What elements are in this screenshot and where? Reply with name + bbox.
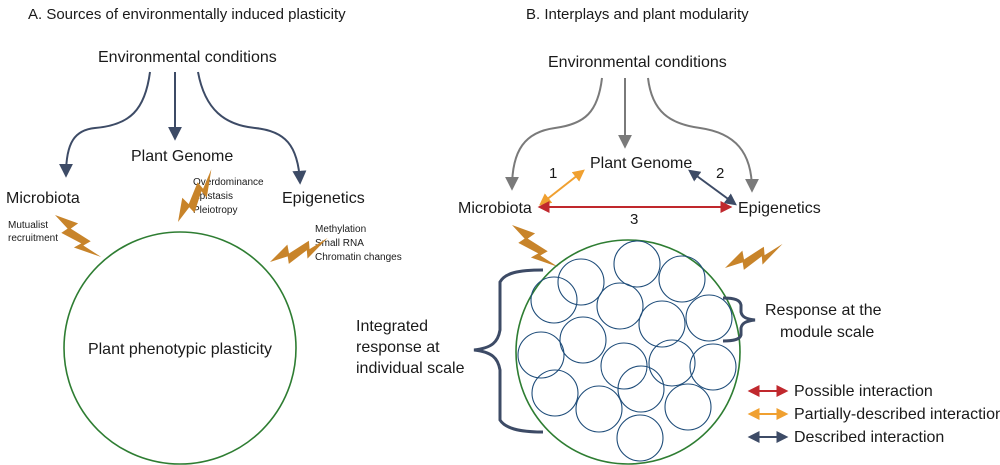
module-circle (638, 300, 686, 348)
genome-note-2: Epistasis (193, 191, 233, 202)
lightning-bolt-icon (725, 226, 783, 286)
module-circle (596, 282, 644, 330)
module-circle (530, 276, 578, 324)
module-label-line-2: module scale (780, 324, 874, 341)
epigenetics-note-1: Methylation (315, 224, 366, 235)
legend-described-label: Described interaction (794, 429, 944, 446)
panel-a-title: A. Sources of environmentally induced pl… (28, 6, 346, 23)
epigenetics-note-3: Chromatin changes (315, 252, 402, 263)
panel-a-environment-label: Environmental conditions (98, 49, 277, 66)
module-circle (613, 240, 661, 288)
panel-a-genome-label: Plant Genome (131, 148, 233, 165)
phenotypic-plasticity-circle (63, 231, 297, 465)
plant-individual-circle (515, 239, 741, 465)
interaction-number-1: 1 (549, 165, 557, 182)
module-label-line-1: Response at the (765, 302, 882, 319)
interaction-arrow-1 (539, 169, 585, 206)
module-circle (517, 331, 565, 379)
integrated-label-line-3: individual scale (356, 360, 465, 377)
microbiota-note-2: recruitment (8, 233, 58, 244)
module-circle (658, 255, 706, 303)
module-circles (517, 240, 737, 462)
panel-b-genome-label: Plant Genome (590, 155, 692, 172)
genome-note-1: Overdominance (193, 177, 264, 188)
lightning-bolt-icon (55, 215, 102, 257)
panel-b-title: B. Interplays and plant modularity (526, 6, 749, 23)
integrated-label-line-1: Integrated (356, 318, 428, 335)
module-circle (575, 385, 623, 433)
interaction-number-3: 3 (630, 211, 638, 228)
integrated-label-line-2: response at (356, 339, 440, 356)
module-circle (648, 339, 696, 387)
panel-a-microbiota-label: Microbiota (6, 190, 80, 207)
module-circle (531, 369, 579, 417)
interaction-number-2: 2 (716, 165, 724, 182)
module-circle (600, 342, 648, 390)
epigenetics-note-2: Small RNA (315, 238, 364, 249)
module-circle (559, 316, 607, 364)
module-circle (685, 294, 733, 342)
panel-a-epigenetics-label: Epigenetics (282, 190, 365, 207)
arrow-env-to-microbiota-b (505, 77, 603, 191)
module-circle (616, 414, 664, 462)
module-circle (664, 383, 712, 431)
panel-a-environment-arrows (59, 71, 307, 185)
module-circle (557, 258, 605, 306)
genome-note-3: Pleiotropy (193, 205, 237, 216)
module-circle (617, 365, 665, 413)
module-circle (689, 343, 737, 391)
panel-b-environment-arrows (505, 77, 759, 193)
interaction-arrow-2 (688, 169, 737, 206)
microbiota-note-1: Mutualist (8, 220, 48, 231)
individual-scale-bracket (473, 268, 544, 434)
panel-b-epigenetics-label: Epigenetics (738, 200, 821, 217)
module-scale-bracket (722, 296, 756, 343)
legend: Possible interaction Partially-described… (747, 383, 1000, 446)
legend-partial-label: Partially-described interaction (794, 406, 1000, 423)
panel-b-environment-label: Environmental conditions (548, 54, 727, 71)
legend-possible-label: Possible interaction (794, 383, 933, 400)
arrow-env-to-microbiota (59, 71, 151, 178)
phenotypic-plasticity-label: Plant phenotypic plasticity (88, 341, 272, 358)
arrow-env-to-epigenetics-b (647, 77, 759, 193)
arrow-env-to-epigenetics (197, 71, 307, 185)
lightning-bolt-icon (512, 225, 559, 267)
panel-b-microbiota-label: Microbiota (458, 200, 532, 217)
